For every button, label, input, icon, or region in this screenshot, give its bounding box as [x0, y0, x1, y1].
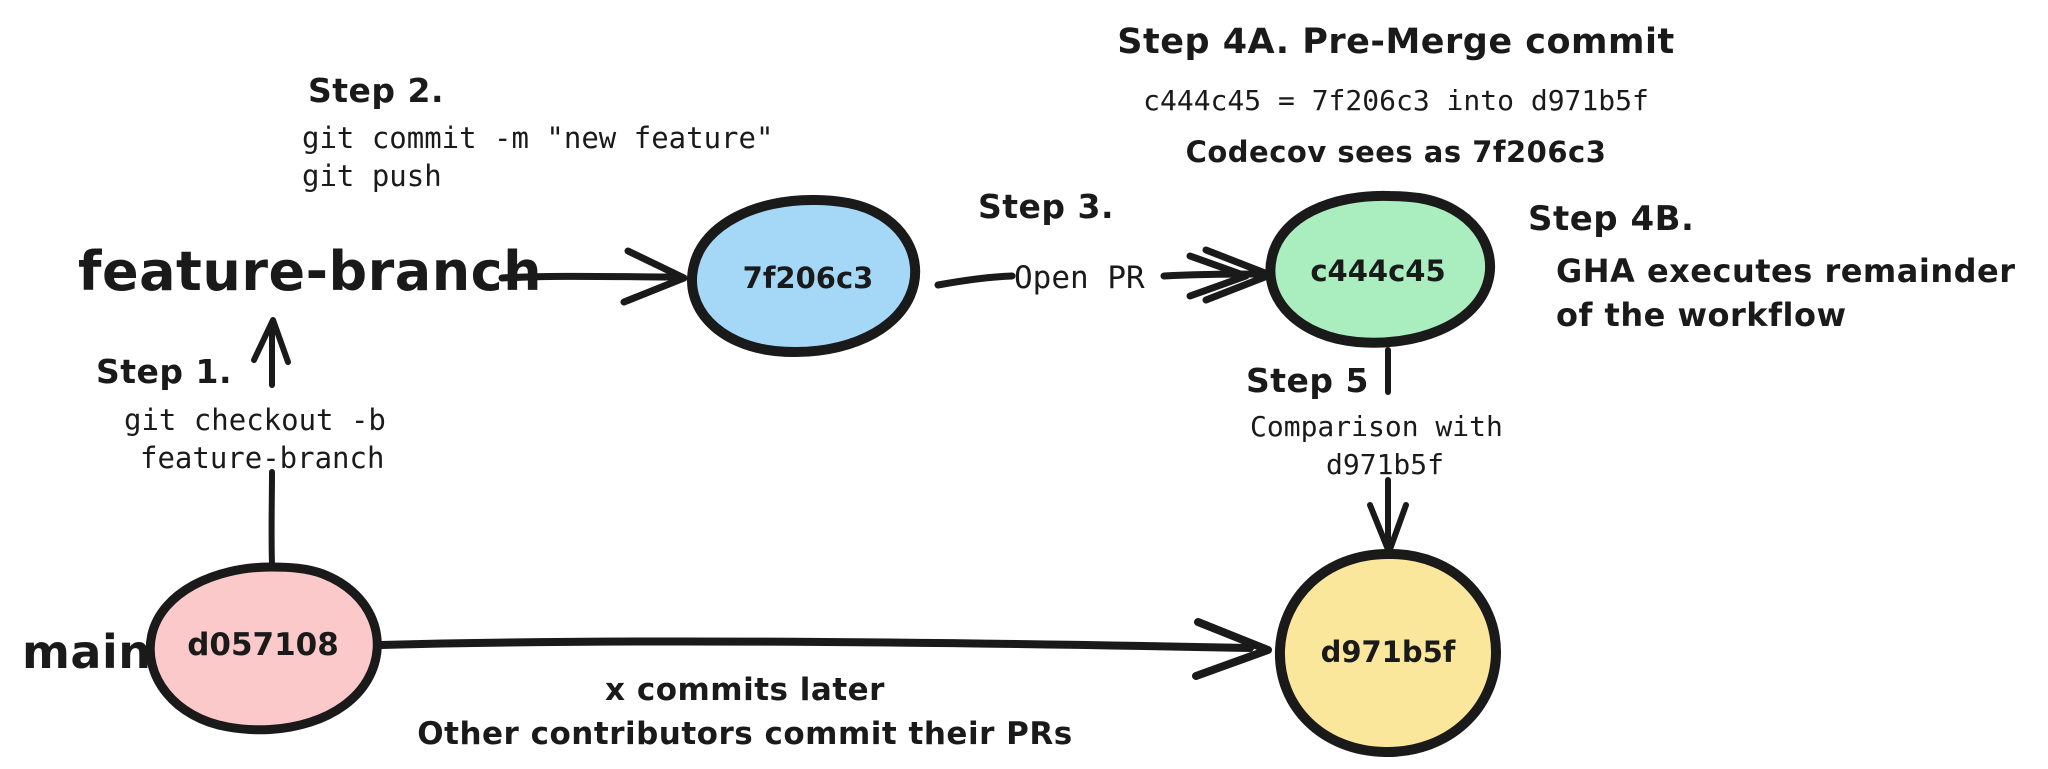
step-4b-heading: Step 4B.	[1528, 199, 1694, 239]
arrow-c444c45-to-d971b5f	[1367, 347, 1409, 555]
node-c444c45[interactable]: c444c45	[1265, 190, 1496, 348]
branch-label-feature-branch: feature-branch	[78, 240, 542, 303]
step-4b-line-2: of the workflow	[1556, 296, 1847, 334]
arrow-d057108-to-featurebranch	[251, 317, 291, 568]
step-5-heading: Step 5	[1246, 361, 1369, 400]
arrow-7f206c3-to-c444c45	[934, 246, 1274, 304]
step-4a-annotation: Step 4A. Pre-Merge commit c444c45 = 7f20…	[1117, 22, 1674, 169]
step-4b-line-1: GHA executes remainder	[1556, 252, 2016, 290]
step-2-line-2: git push	[302, 159, 442, 193]
step-1-annotation: Step 1. git checkout -b feature-branch	[96, 352, 386, 475]
step-1-heading: Step 1.	[96, 352, 232, 391]
step-5-line-2: d971b5f	[1326, 448, 1444, 481]
step-2-annotation: Step 2. git commit -m "new feature" git …	[302, 71, 773, 193]
step-4a-line-2: Codecov sees as 7f206c3	[1186, 135, 1607, 169]
main-branch-note-line-2: Other contributors commit their PRs	[417, 716, 1072, 752]
step-3-annotation: Step 3. Open PR	[978, 187, 1145, 296]
step-3-heading: Step 3.	[978, 187, 1114, 226]
arrow-d057108-to-d971b5f	[376, 618, 1272, 680]
step-4a-heading: Step 4A. Pre-Merge commit	[1117, 22, 1674, 62]
step-5-annotation: Step 5 Comparison with d971b5f	[1246, 361, 1503, 481]
step-4a-line-1: c444c45 = 7f206c3 into d971b5f	[1143, 84, 1649, 117]
step-4b-annotation: Step 4B. GHA executes remainder of the w…	[1528, 199, 2016, 334]
arrow-featurebranch-to-7f206c3	[498, 247, 688, 306]
step-2-heading: Step 2.	[308, 71, 444, 110]
step-3-line-1: Open PR	[1014, 260, 1145, 296]
node-d057108[interactable]: d057108	[145, 562, 382, 735]
main-branch-note-line-1: x commits later	[605, 672, 885, 708]
step-1-line-1: git checkout -b	[124, 403, 386, 437]
step-2-line-1: git commit -m "new feature"	[302, 121, 773, 155]
node-7f206c3[interactable]: 7f206c3	[687, 194, 921, 357]
main-branch-note: x commits later Other contributors commi…	[417, 672, 1072, 752]
branch-label-main: main	[22, 625, 152, 679]
step-1-line-2: feature-branch	[140, 441, 384, 475]
step-5-line-1: Comparison with	[1250, 410, 1503, 443]
node-d971b5f[interactable]: d971b5f	[1274, 549, 1501, 758]
